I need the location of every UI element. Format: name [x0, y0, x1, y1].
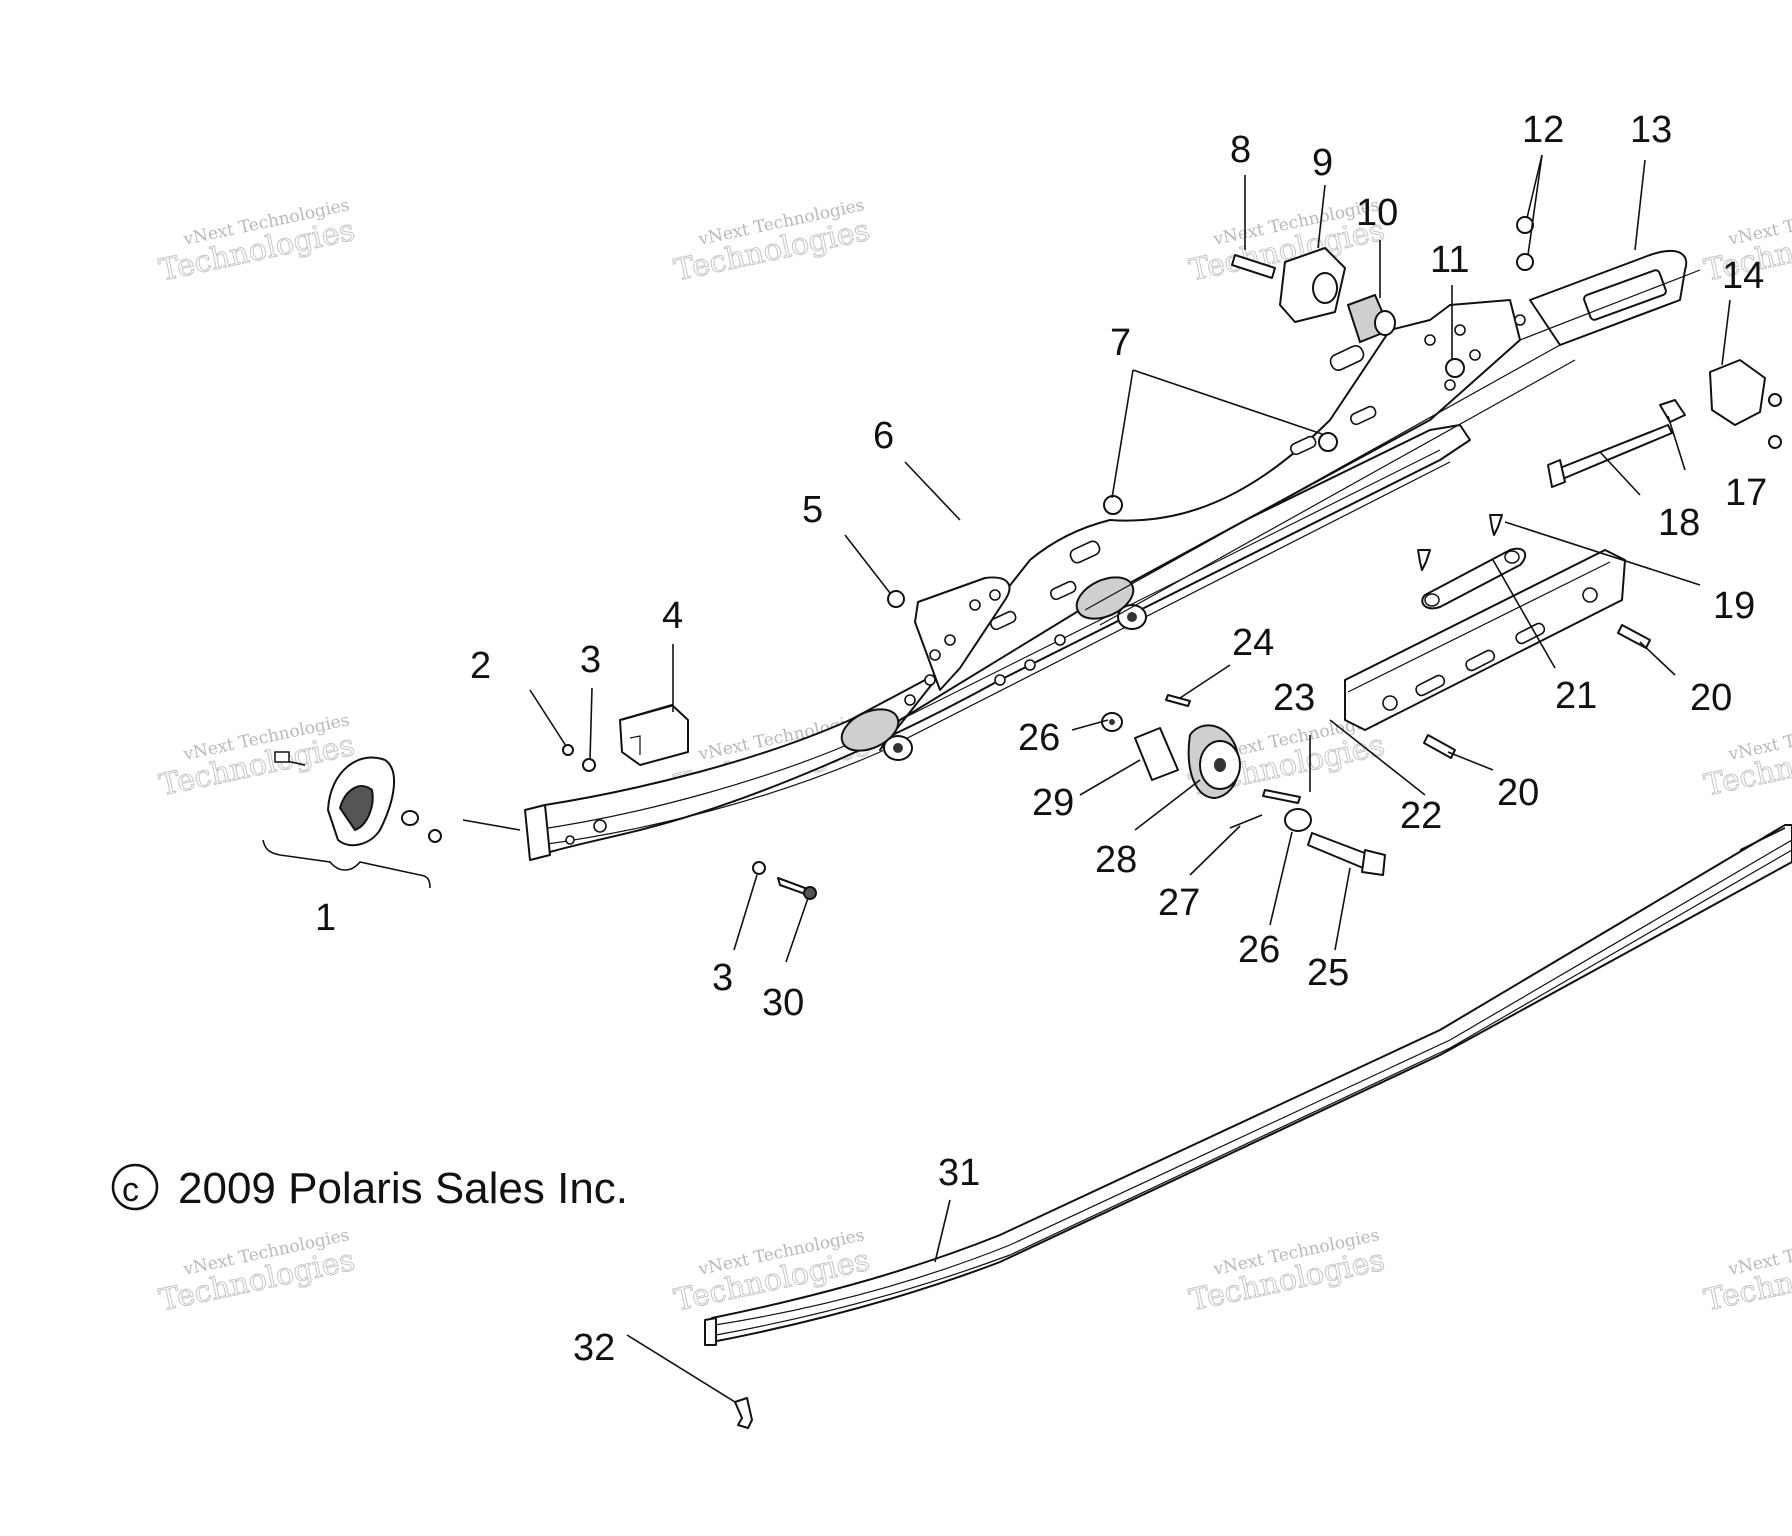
nut — [1516, 253, 1534, 271]
callout-3-lower: 3 — [712, 957, 733, 999]
rail-roller — [840, 708, 913, 761]
callout-14: 14 — [1722, 255, 1764, 297]
copyright-text: 2009 Polaris Sales Inc. — [178, 1164, 628, 1213]
callout-7: 7 — [1110, 322, 1131, 364]
watermark: vNext Technologies Technologies — [156, 710, 358, 804]
rivet — [1489, 514, 1503, 536]
callout-11: 11 — [1430, 239, 1469, 281]
callout-18: 18 — [1658, 502, 1700, 544]
sleeve — [1134, 727, 1179, 781]
skid-bumper — [262, 751, 521, 889]
callout-2: 2 — [470, 645, 491, 687]
rivet — [734, 1397, 753, 1429]
end-bracket — [1709, 359, 1766, 426]
watermark-layer: vNext Technologies Technologies vNext Te… — [156, 195, 1792, 1319]
callout-21: 21 — [1555, 675, 1597, 717]
nut — [1103, 495, 1123, 515]
callout-22: 22 — [1400, 795, 1442, 837]
nut — [1659, 399, 1686, 423]
rail-body — [526, 424, 1471, 856]
callout-28: 28 — [1095, 839, 1137, 881]
nut — [1445, 358, 1465, 378]
nut — [562, 744, 574, 756]
callout-26-lower: 26 — [1238, 929, 1280, 971]
watermark: vNext Technologies Technologies — [1186, 1225, 1388, 1319]
wear-block — [619, 704, 689, 766]
callout-10: 10 — [1356, 192, 1398, 234]
bolt — [1617, 624, 1651, 649]
watermark: vNext Technologies Technologies — [671, 195, 873, 289]
callout-27: 27 — [1158, 882, 1200, 924]
nut — [1318, 432, 1338, 452]
washer — [1284, 808, 1312, 832]
callout-32: 32 — [573, 1327, 615, 1369]
callout-24: 24 — [1232, 622, 1274, 664]
callout-6: 6 — [873, 415, 894, 457]
long-bolt — [1554, 424, 1673, 481]
leader-lines — [529, 154, 1731, 1403]
callout-9: 9 — [1312, 142, 1333, 184]
rear-bracket — [1519, 250, 1701, 346]
callout-20-upper: 20 — [1690, 677, 1732, 719]
callout-3: 3 — [580, 639, 601, 681]
rivet — [1417, 549, 1431, 571]
mount-plate — [914, 576, 1011, 691]
washer — [582, 758, 596, 772]
watermark: vNext Technologies Technologies — [1701, 710, 1792, 804]
watermark: vNext Technologies Technologies — [1701, 1225, 1792, 1319]
callout-20-lower: 20 — [1497, 772, 1539, 814]
callout-5: 5 — [802, 489, 823, 531]
callout-23: 23 — [1273, 677, 1315, 719]
bolt — [1423, 734, 1456, 759]
idler-assembly — [1101, 694, 1386, 876]
rail-assembly — [524, 299, 1576, 861]
callout-29: 29 — [1032, 782, 1074, 824]
copyright-notice: c 2009 Polaris Sales Inc. — [111, 1163, 628, 1213]
bolt — [1231, 254, 1276, 279]
callout-1: 1 — [315, 897, 336, 939]
callout-12: 12 — [1522, 109, 1564, 151]
callout-31: 31 — [938, 1152, 980, 1194]
callout-numbers: 1 2 3 4 5 6 7 8 9 10 11 12 13 14 17 18 1… — [315, 109, 1767, 1369]
hardware — [562, 216, 1782, 900]
callout-13: 13 — [1630, 109, 1672, 151]
callout-26-upper: 26 — [1018, 717, 1060, 759]
nut — [887, 590, 905, 608]
bolt — [1262, 789, 1301, 804]
copyright-symbol — [111, 1163, 159, 1211]
washer — [752, 861, 766, 875]
strap — [1421, 547, 1527, 610]
svg-text:c: c — [122, 1171, 139, 1209]
callout-4: 4 — [662, 595, 683, 637]
nut — [1516, 216, 1534, 234]
callout-17: 17 — [1725, 472, 1767, 514]
bolt — [1307, 832, 1371, 871]
callout-8: 8 — [1230, 129, 1251, 171]
callout-19: 19 — [1713, 585, 1755, 627]
slide-rail-section — [1344, 514, 1651, 759]
watermark: vNext Technologies Technologies — [156, 195, 358, 289]
wear-strip — [704, 824, 1792, 1346]
bolt — [1165, 694, 1191, 707]
watermark: vNext Technologies Technologies — [156, 1225, 358, 1319]
callout-25: 25 — [1307, 952, 1349, 994]
rail-tip — [524, 804, 551, 861]
callout-30: 30 — [762, 982, 804, 1024]
